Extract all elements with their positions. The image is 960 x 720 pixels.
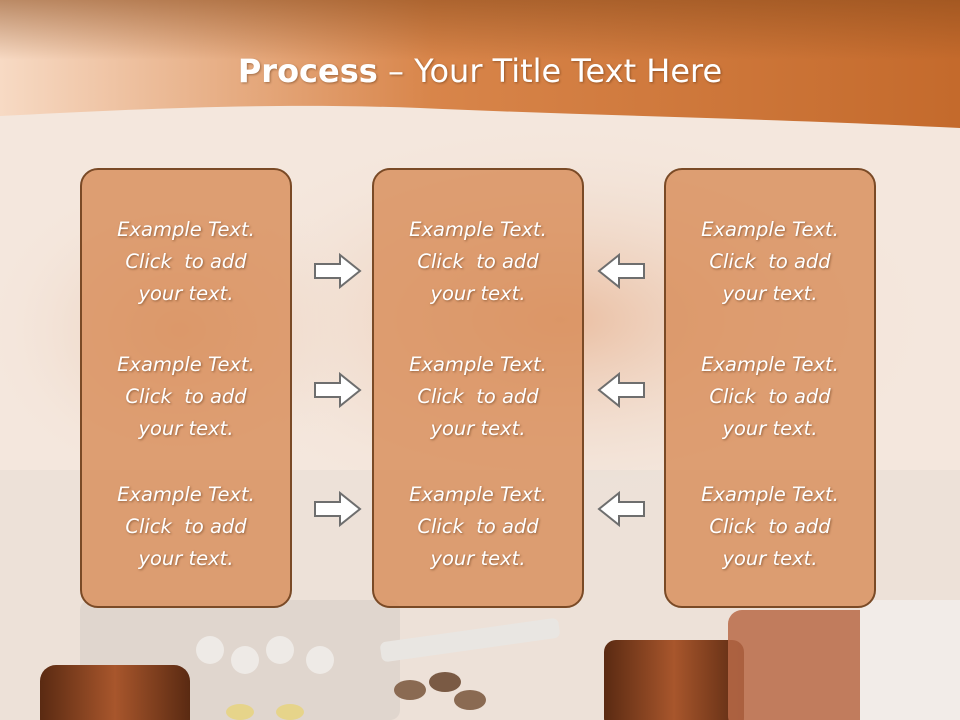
text-line: Example Text. [117, 483, 255, 506]
text-block[interactable]: Example Text. Click to add your text. [82, 214, 290, 310]
text-line: Example Text. [117, 218, 255, 241]
text-line: Click to add [709, 385, 831, 408]
text-line: your text. [138, 417, 234, 440]
text-line: your text. [722, 417, 818, 440]
text-line: Click to add [417, 515, 539, 538]
text-block[interactable]: Example Text. Click to add your text. [374, 479, 582, 575]
text-line: Click to add [709, 515, 831, 538]
text-line: your text. [138, 282, 234, 305]
title-rest-text: – Your Title Text Here [377, 52, 723, 90]
text-line: Example Text. [701, 483, 839, 506]
text-line: Example Text. [409, 353, 547, 376]
process-box-left[interactable]: Example Text. Click to add your text. Ex… [80, 168, 292, 608]
text-block[interactable]: Example Text. Click to add your text. [666, 214, 874, 310]
text-block[interactable]: Example Text. Click to add your text. [82, 479, 290, 575]
title-bold-text: Process [237, 52, 378, 90]
text-block[interactable]: Example Text. Click to add your text. [374, 214, 582, 310]
text-line: your text. [430, 547, 526, 570]
process-box-center[interactable]: Example Text. Click to add your text. Ex… [372, 168, 584, 608]
text-line: your text. [430, 282, 526, 305]
arrow-right-icon [314, 252, 362, 290]
arrow-left-icon [597, 490, 645, 528]
text-line: your text. [722, 282, 818, 305]
process-box-right[interactable]: Example Text. Click to add your text. Ex… [664, 168, 876, 608]
slide-title[interactable]: Process – Your Title Text Here [0, 52, 960, 90]
text-block[interactable]: Example Text. Click to add your text. [82, 349, 290, 445]
text-line: your text. [430, 417, 526, 440]
text-line: Click to add [417, 385, 539, 408]
arrow-right-icon [314, 490, 362, 528]
arrow-left-icon [597, 252, 645, 290]
arrow-right-icon [314, 371, 362, 409]
text-block[interactable]: Example Text. Click to add your text. [666, 479, 874, 575]
text-line: Click to add [125, 515, 247, 538]
text-line: Click to add [709, 250, 831, 273]
text-line: Example Text. [701, 218, 839, 241]
text-line: Example Text. [117, 353, 255, 376]
arrow-left-icon [597, 371, 645, 409]
text-line: your text. [722, 547, 818, 570]
text-block[interactable]: Example Text. Click to add your text. [374, 349, 582, 445]
text-line: Click to add [417, 250, 539, 273]
text-line: Example Text. [701, 353, 839, 376]
text-line: Example Text. [409, 483, 547, 506]
text-block[interactable]: Example Text. Click to add your text. [666, 349, 874, 445]
text-line: Click to add [125, 250, 247, 273]
text-line: your text. [138, 547, 234, 570]
text-line: Click to add [125, 385, 247, 408]
text-line: Example Text. [409, 218, 547, 241]
